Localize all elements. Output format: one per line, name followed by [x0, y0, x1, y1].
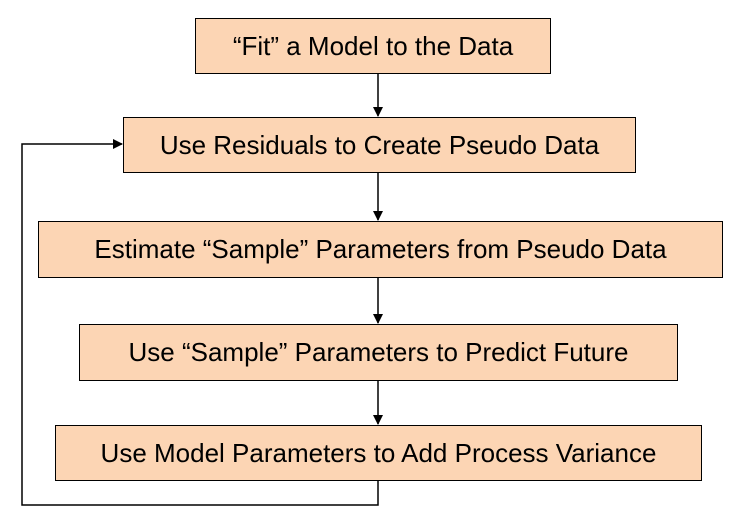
step-add-process-variance-label: Use Model Parameters to Add Process Vari…	[100, 437, 657, 468]
step-predict-future: Use “Sample” Parameters to Predict Futur…	[79, 324, 678, 381]
step-add-process-variance: Use Model Parameters to Add Process Vari…	[55, 425, 702, 481]
step-fit-model: “Fit” a Model to the Data	[195, 18, 551, 74]
step-predict-future-label: Use “Sample” Parameters to Predict Futur…	[128, 337, 629, 367]
step-create-pseudo-data: Use Residuals to Create Pseudo Data	[123, 117, 636, 173]
loop-back-arrow	[21, 139, 379, 506]
step-fit-model-label: “Fit” a Model to the Data	[232, 30, 514, 61]
step-estimate-sample-parameters-label: Estimate “Sample” Parameters from Pseudo…	[94, 234, 667, 264]
step-create-pseudo-data-label: Use Residuals to Create Pseudo Data	[159, 129, 600, 160]
step-estimate-sample-parameters: Estimate “Sample” Parameters from Pseudo…	[38, 221, 723, 278]
